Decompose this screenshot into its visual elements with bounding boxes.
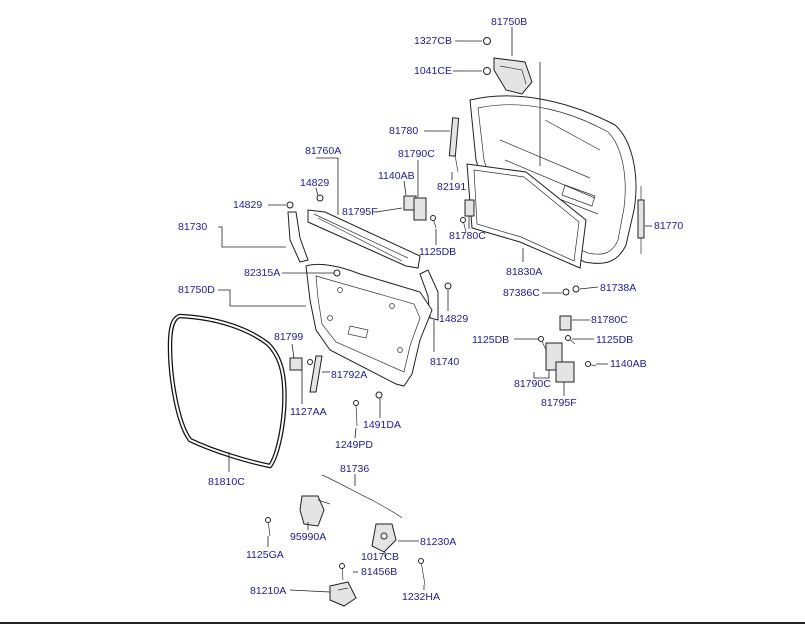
label-81738A: 81738A [600, 282, 636, 294]
clip-81799 [289, 357, 303, 371]
stopper-81780C-top [464, 199, 475, 217]
label-81730: 81730 [178, 221, 207, 233]
label-1125GA: 1125GA [246, 549, 284, 561]
label-14829-right: 14829 [439, 313, 468, 325]
trim-panel-81830A [466, 163, 587, 269]
nut-1041CE [483, 67, 491, 75]
label-82315A: 82315A [244, 267, 280, 279]
cap-87386C [562, 288, 570, 296]
actuator-95990A [299, 495, 331, 527]
label-14829-left: 14829 [233, 199, 262, 211]
latch-81230A [371, 523, 397, 553]
clip-82315A [333, 269, 341, 277]
clip-14829-top [316, 194, 324, 202]
release-cable-81736 [321, 474, 403, 519]
label-1125DB-right: 1125DB [596, 334, 633, 346]
label-1125DB-top: 1125DB [419, 246, 456, 258]
label-81810C: 81810C [208, 476, 245, 488]
label-81795F-right: 81795F [541, 397, 577, 409]
label-81750D: 81750D [178, 284, 215, 296]
screws [265, 215, 597, 586]
label-1232HA: 1232HA [402, 591, 440, 603]
label-1327CB: 1327CB [414, 35, 452, 47]
label-1127AA: 1127AA [290, 406, 327, 418]
label-81780C-right: 81780C [591, 314, 628, 326]
label-1491DA: 1491DA [363, 419, 401, 431]
bottom-divider [0, 622, 805, 624]
label-87386C: 87386C [503, 287, 540, 299]
gas-strut-81770 [637, 186, 645, 254]
label-81736: 81736 [340, 463, 369, 475]
label-81790C-right: 81790C [514, 378, 551, 390]
label-82191: 82191 [437, 181, 466, 193]
handle-81750B [493, 57, 533, 95]
part-labels: 81750B 1327CB 1041CE 81780 81790C 81760A… [178, 16, 683, 603]
clip-14829-left [286, 201, 294, 209]
bracket-81795F-right [555, 361, 575, 383]
label-81792A: 81792A [331, 369, 367, 381]
side-trim-81730 [287, 211, 309, 263]
side-trim-81740 [419, 269, 439, 321]
label-81830A: 81830A [506, 266, 542, 278]
label-1125DB-left: 1125DB [472, 334, 509, 346]
label-81790C-top: 81790C [398, 148, 435, 160]
label-1140AB-right: 1140AB [610, 358, 647, 370]
label-81750B: 81750B [491, 16, 527, 28]
weatherstrip-81810C [167, 313, 287, 469]
screw-1127AA [307, 359, 313, 365]
label-81795F-top: 81795F [342, 206, 378, 218]
striker-81210A [329, 581, 357, 607]
label-81740: 81740 [430, 356, 459, 368]
bracket-81792A [309, 355, 323, 393]
bolt-1327CB [483, 37, 491, 45]
label-81770: 81770 [654, 220, 683, 232]
label-14829-top: 14829 [300, 177, 329, 189]
spoiler-strip-81760A [307, 209, 421, 269]
label-81760A: 81760A [305, 145, 341, 157]
label-81780C-top: 81780C [449, 230, 486, 242]
cap-81738A [572, 285, 580, 293]
label-95990A: 95990A [290, 531, 326, 543]
label-81780: 81780 [389, 125, 418, 137]
label-1041CE: 1041CE [414, 65, 452, 77]
screw-1491DA [375, 391, 383, 399]
clip-14829-right [444, 282, 452, 290]
label-81230A: 81230A [420, 536, 456, 548]
gas-strut-81780 [448, 117, 460, 173]
label-1017CB: 1017CB [361, 551, 399, 563]
label-81210A: 81210A [250, 585, 286, 597]
leader-lines [218, 27, 652, 593]
bracket-81790C-top [413, 197, 427, 221]
label-1249PD: 1249PD [335, 439, 373, 451]
label-81456B: 81456B [361, 566, 397, 578]
stopper-81780C-right [559, 315, 572, 331]
inner-trim-81750D [305, 263, 433, 387]
label-1140AB-top: 1140AB [378, 170, 415, 182]
label-81799: 81799 [274, 331, 303, 343]
